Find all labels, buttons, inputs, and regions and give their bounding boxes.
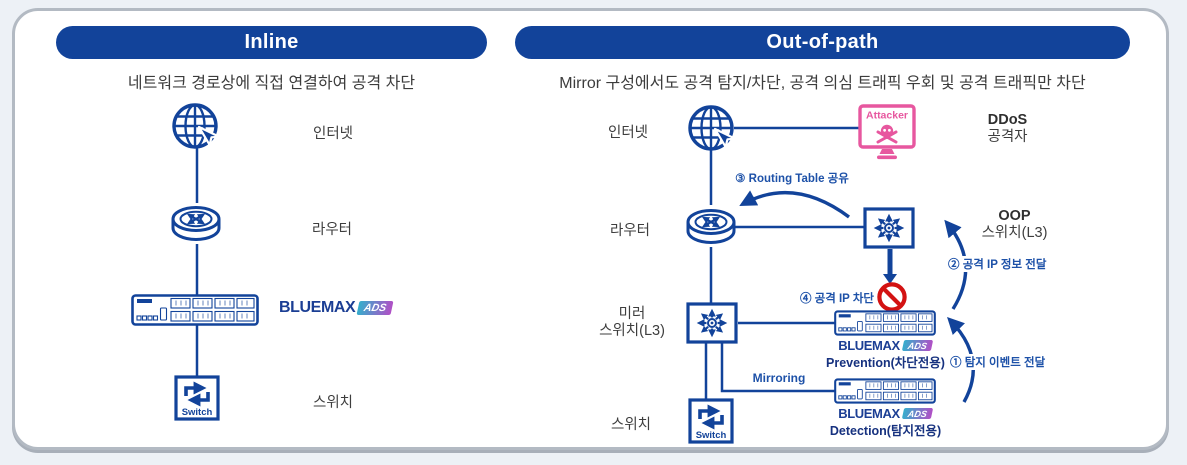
switch-icon: Switch <box>174 375 220 421</box>
router-icon <box>683 203 739 251</box>
switch-icon-text: Switch <box>182 407 213 418</box>
ddos-label-line2: 공격자 <box>987 129 1028 145</box>
oop-title: Out-of-path <box>766 31 879 53</box>
ads-badge: ADS <box>901 408 933 419</box>
detection-appliance-icon <box>833 378 937 404</box>
bluemax-brand-text: BLUEMAX <box>838 406 900 421</box>
oop-router-label: 라우터 <box>609 223 651 239</box>
switch-icon-text: Switch <box>696 430 727 441</box>
internet-globe-icon <box>688 105 739 151</box>
oop-title-pill: Out-of-path <box>515 26 1130 59</box>
detection-label: Detection(탐지전용) <box>829 424 942 438</box>
detection-bluemax-logo: BLUEMAX ADS <box>834 406 936 421</box>
oop-switch-label-line2: 스위치(L3) <box>981 225 1048 241</box>
mirror-switch-label-line2: 스위치(L3) <box>599 323 665 339</box>
oop-switch-bottom-label: 스위치 <box>610 417 652 433</box>
attacker-icon: Attacker <box>858 104 916 160</box>
attacker-icon-text: Attacker <box>866 110 908 122</box>
mirror-l3-switch-icon <box>686 302 738 344</box>
skull-icon <box>880 124 894 138</box>
prevention-bluemax-logo: BLUEMAX ADS <box>834 338 936 353</box>
ddos-attacker-label: DDoS 공격자 <box>960 112 1055 146</box>
bluemax-brand-text: BLUEMAX <box>838 338 900 353</box>
ddos-label-line1: DDoS <box>987 112 1028 128</box>
ads-badge: ADS <box>356 301 394 315</box>
routing-table-share-label: ③ Routing Table 공유 <box>735 173 849 185</box>
inline-internet-label: 인터넷 <box>313 126 354 142</box>
mirror-switch-label-line1: 미러 <box>618 306 646 322</box>
mirroring-label: Mirroring <box>752 371 806 385</box>
oop-wires <box>704 126 864 400</box>
bluemax-appliance-icon <box>131 294 259 326</box>
attack-ip-info-label: ② 공격 IP 정보 전달 <box>946 256 1049 272</box>
inline-title: Inline <box>244 31 299 53</box>
inline-title-pill: Inline <box>56 26 487 59</box>
internet-globe-icon <box>172 103 223 149</box>
oop-switch-label: OOP 스위치(L3) <box>962 208 1067 242</box>
routing-table-share-arrow <box>739 190 851 219</box>
oop-l3-switch-icon <box>863 207 915 249</box>
block-prohibition-icon <box>877 282 907 312</box>
router-icon <box>168 200 224 248</box>
inline-subtitle: 네트워크 경로상에 직접 연결하여 공격 차단 <box>127 75 416 92</box>
switch-icon: Switch <box>688 398 734 444</box>
oop-internet-label: 인터넷 <box>607 125 649 141</box>
inline-switch-label: 스위치 <box>313 395 354 411</box>
prevention-appliance-icon <box>833 310 937 336</box>
inline-router-label: 라우터 <box>312 222 353 238</box>
attack-ip-block-label: ④ 공격 IP 차단 <box>799 293 874 305</box>
prevention-label: Prevention(차단전용) <box>826 356 945 370</box>
attack-ip-block-arrow <box>883 249 897 284</box>
oop-switch-label-line1: OOP <box>998 208 1031 224</box>
inline-bluemax-logo: BLUEMAX ADS <box>279 299 394 317</box>
oop-subtitle: Mirror 구성에서도 공격 탐지/차단, 공격 의심 트래픽 우회 및 공격… <box>559 75 1086 92</box>
mirror-switch-label: 미러 스위치(L3) <box>582 306 682 340</box>
ads-badge: ADS <box>901 340 933 351</box>
detect-event-label: ① 탐지 이벤트 전달 <box>948 354 1048 370</box>
bluemax-brand-text: BLUEMAX <box>279 299 356 316</box>
